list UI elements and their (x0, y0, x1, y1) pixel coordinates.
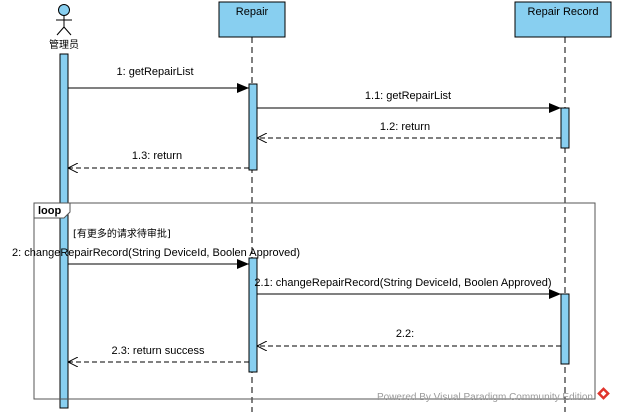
activation-repair-1[interactable] (248, 83, 258, 171)
message-1-2-label: 1.2: return (380, 121, 430, 133)
lifeline-head-repair-record[interactable]: Repair Record (514, 1, 612, 38)
actor-admin-label: 管理员 (49, 38, 79, 51)
activation-repair-2[interactable] (248, 257, 258, 373)
lifeline-repair-label: Repair (236, 6, 269, 18)
loop-frame (33, 202, 596, 400)
loop-fragment[interactable]: loop [有更多的请求待审批] (33, 202, 596, 400)
loop-guard: [有更多的请求待审批] (73, 227, 171, 240)
message-1[interactable]: 1: getRepairList (68, 66, 249, 93)
lifeline-head-repair[interactable]: Repair (218, 1, 286, 38)
activation-admin[interactable] (59, 53, 69, 409)
activation-record-1[interactable] (560, 107, 570, 149)
message-2[interactable]: 2: changeRepairRecord(String DeviceId, B… (12, 247, 300, 269)
message-1-1[interactable]: 1.1: getRepairList (257, 90, 561, 113)
message-1-3[interactable]: 1.3: return (68, 150, 249, 168)
message-1-label: 1: getRepairList (116, 66, 193, 78)
watermark-text: Powered By Visual Paradigm Community Edi… (377, 392, 593, 403)
visual-paradigm-logo-icon (597, 387, 610, 400)
message-1-2[interactable]: 1.2: return (257, 121, 561, 138)
message-1-3-label: 1.3: return (132, 150, 182, 162)
message-2-1[interactable]: 2.1: changeRepairRecord(String DeviceId,… (254, 277, 561, 299)
loop-operator-label: loop (38, 205, 61, 217)
watermark: Powered By Visual Paradigm Community Edi… (377, 387, 610, 403)
message-2-2-label: 2.2: (396, 328, 414, 340)
message-2-2[interactable]: 2.2: (257, 328, 561, 346)
actor-admin[interactable]: 管理员 (49, 4, 79, 52)
message-1-1-label: 1.1: getRepairList (365, 90, 451, 102)
message-2-3[interactable]: 2.3: return success (68, 345, 249, 362)
message-2-3-label: 2.3: return success (112, 345, 205, 357)
message-2-label: 2: changeRepairRecord(String DeviceId, B… (12, 247, 300, 259)
lifeline-repair-record-label: Repair Record (528, 6, 599, 18)
activation-record-2[interactable] (560, 293, 570, 365)
loop-operator-tab (33, 202, 71, 219)
actor-figure-icon (56, 4, 72, 36)
message-2-1-label: 2.1: changeRepairRecord(String DeviceId,… (254, 277, 551, 289)
